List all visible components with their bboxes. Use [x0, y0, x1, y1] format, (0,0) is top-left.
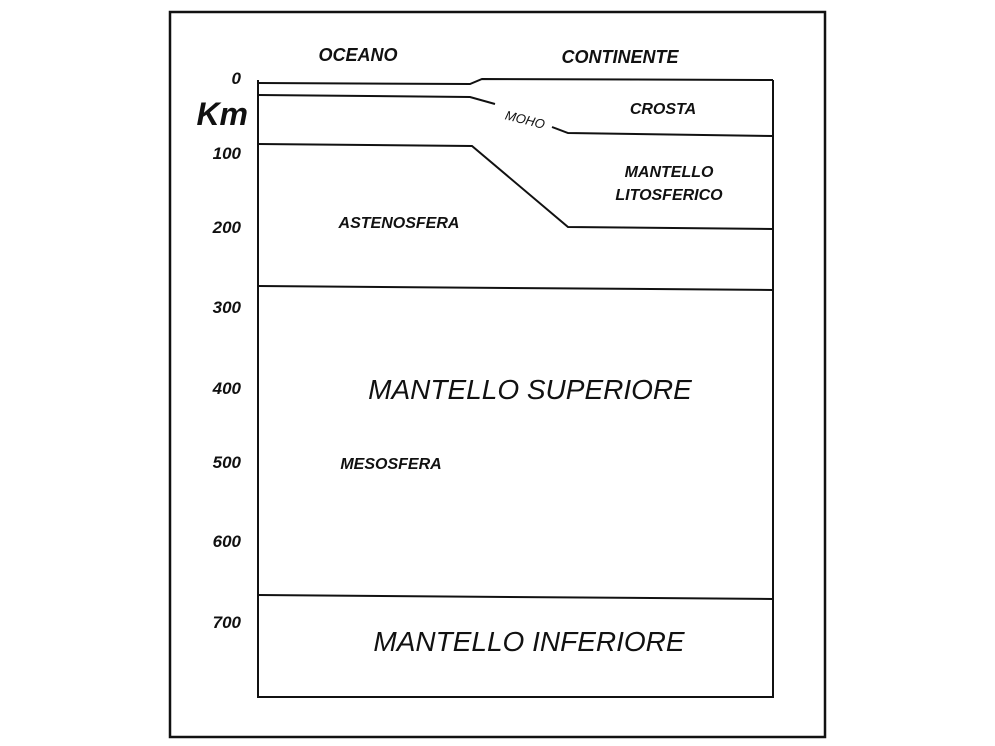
moho-line-left: [257, 94, 496, 105]
outer-frame: [168, 10, 827, 739]
depth-unit-label: Km: [196, 96, 248, 132]
section-box: [257, 80, 774, 698]
asthenosphere-label: ASTENOSFERA: [338, 215, 460, 232]
moho-label: MOHO: [504, 107, 547, 131]
ocean-label: OCEANO: [318, 45, 397, 65]
mesosphere-label: MESOSFERA: [340, 456, 441, 473]
depth-tick-label: 600: [213, 532, 242, 551]
continent-label: CONTINENTE: [562, 47, 680, 67]
upper-mantle-label: MANTELLO SUPERIORE: [368, 374, 692, 405]
depth-tick-label: 0: [232, 69, 242, 88]
depth-tick-label: 100: [213, 144, 242, 163]
lithosphere-base-line: [257, 143, 774, 230]
crust-label: CROSTA: [630, 101, 696, 118]
depth-tick-label: 200: [212, 218, 242, 237]
asthenosphere-base-line: [257, 285, 774, 291]
depth-tick-label: 500: [213, 453, 242, 472]
lower-mantle-label: MANTELLO INFERIORE: [373, 626, 684, 657]
lithospheric-mantle-label-line1: MANTELLO: [625, 164, 714, 181]
surface-line: [257, 77, 774, 86]
upper-lower-mantle-boundary: [257, 594, 774, 600]
depth-tick-label: 400: [212, 379, 242, 398]
depth-tick-label: 700: [213, 613, 242, 632]
moho-line-right: [551, 126, 774, 137]
lithospheric-mantle-label-line2: LITOSFERICO: [615, 187, 723, 204]
depth-tick-label: 300: [213, 298, 242, 317]
